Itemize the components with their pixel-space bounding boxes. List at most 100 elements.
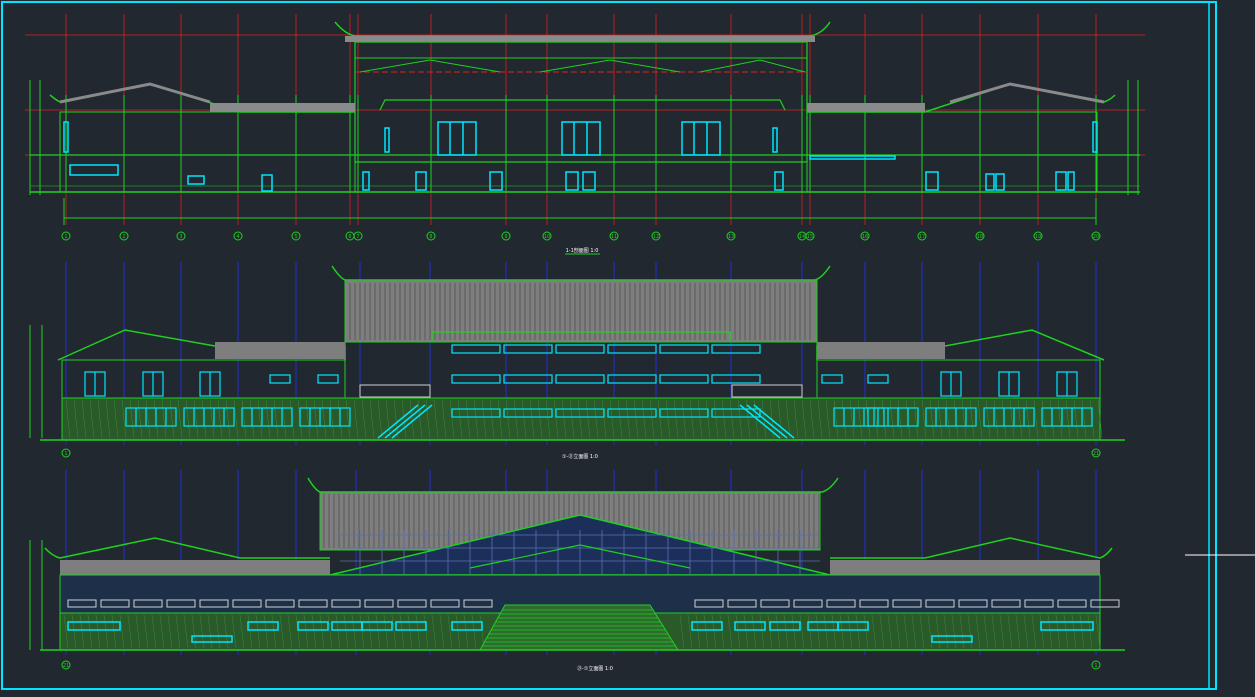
balustrade: [463, 599, 493, 608]
window: [1040, 621, 1094, 631]
axis-bubble: [726, 231, 736, 241]
window: [451, 621, 483, 631]
window: [125, 407, 177, 427]
axis-bubble: [917, 231, 927, 241]
balustrade: [397, 599, 427, 608]
axis-label: 1: [1094, 663, 1097, 669]
window: [317, 374, 339, 384]
window: [241, 407, 293, 427]
balustrade: [364, 599, 394, 608]
window: [555, 344, 605, 354]
window: [867, 374, 889, 384]
window: [711, 374, 761, 384]
axis-label: 19: [1035, 234, 1041, 240]
window: [711, 408, 761, 418]
balustrade: [232, 599, 262, 608]
window: [983, 407, 1035, 427]
axis-bubble: [542, 231, 552, 241]
window: [451, 374, 501, 384]
front-elevation-title: ①-㉑立面图 1:0: [562, 453, 598, 460]
window: [833, 407, 885, 427]
balustrade: [331, 599, 361, 608]
window: [451, 408, 501, 418]
balustrade: [958, 599, 988, 608]
window: [247, 621, 279, 631]
window: [503, 408, 553, 418]
axis-label: 20: [1093, 234, 1099, 240]
balustrade: [430, 599, 460, 608]
balustrade: [925, 599, 955, 608]
window: [821, 374, 843, 384]
balustrade: [199, 599, 229, 608]
section-title: 1-1剖面图 1:0: [566, 247, 599, 254]
balustrade: [133, 599, 163, 608]
central-staircase: [479, 604, 679, 651]
sheet-frame-outer: [1, 1, 1217, 690]
window: [607, 344, 657, 354]
window: [67, 621, 121, 631]
axis-bubble: [61, 231, 71, 241]
window: [297, 621, 329, 631]
window: [555, 374, 605, 384]
axis-bubble: [501, 231, 511, 241]
axis-bubble: [119, 231, 129, 241]
axis-bubble: [176, 231, 186, 241]
axis-label: 11: [611, 234, 617, 240]
axis-label: 5: [294, 234, 297, 240]
axis-label: 13: [728, 234, 734, 240]
balustrade: [727, 599, 757, 608]
window: [867, 407, 919, 427]
axis-label: 14: [799, 234, 805, 240]
balustrade: [166, 599, 196, 608]
axis-label: 6: [348, 234, 351, 240]
axis-bubble: [233, 231, 243, 241]
window: [395, 621, 427, 631]
axis-bubble: [61, 660, 71, 670]
axis-label: 1: [64, 451, 67, 457]
window: [1041, 407, 1093, 427]
balustrade: [859, 599, 889, 608]
axis-bubble: [651, 231, 661, 241]
balustrade: [298, 599, 328, 608]
axis-label: 10: [544, 234, 550, 240]
window: [734, 621, 766, 631]
balustrade: [1024, 599, 1054, 608]
axis-label: 16: [862, 234, 868, 240]
axis-label: 8: [429, 234, 432, 240]
balustrade: [67, 599, 97, 608]
window: [711, 344, 761, 354]
axis-label: 4: [236, 234, 239, 240]
balustrade: [760, 599, 790, 608]
window: [659, 344, 709, 354]
balustrade: [100, 599, 130, 608]
balustrade: [826, 599, 856, 608]
axis-bubble: [609, 231, 619, 241]
axis-label: 21: [1093, 451, 1099, 457]
axis-bubble: [805, 231, 815, 241]
axis-label: 7: [356, 234, 359, 240]
axis-label: 21: [63, 663, 69, 669]
balustrade: [793, 599, 823, 608]
window: [361, 621, 393, 631]
main-roof: [344, 279, 818, 343]
balustrade: [265, 599, 295, 608]
axis-label: 18: [977, 234, 983, 240]
axis-bubble: [61, 448, 71, 458]
window: [451, 344, 501, 354]
axis-label: 9: [504, 234, 507, 240]
window: [691, 621, 723, 631]
axis-bubble: [291, 231, 301, 241]
window: [269, 374, 291, 384]
window: [837, 621, 869, 631]
window: [299, 407, 351, 427]
axis-label: 2: [122, 234, 125, 240]
axis-label: 1: [64, 234, 67, 240]
window: [503, 374, 553, 384]
axis-label: 15: [807, 234, 813, 240]
axis-label: 17: [919, 234, 925, 240]
axis-bubble: [1091, 448, 1101, 458]
